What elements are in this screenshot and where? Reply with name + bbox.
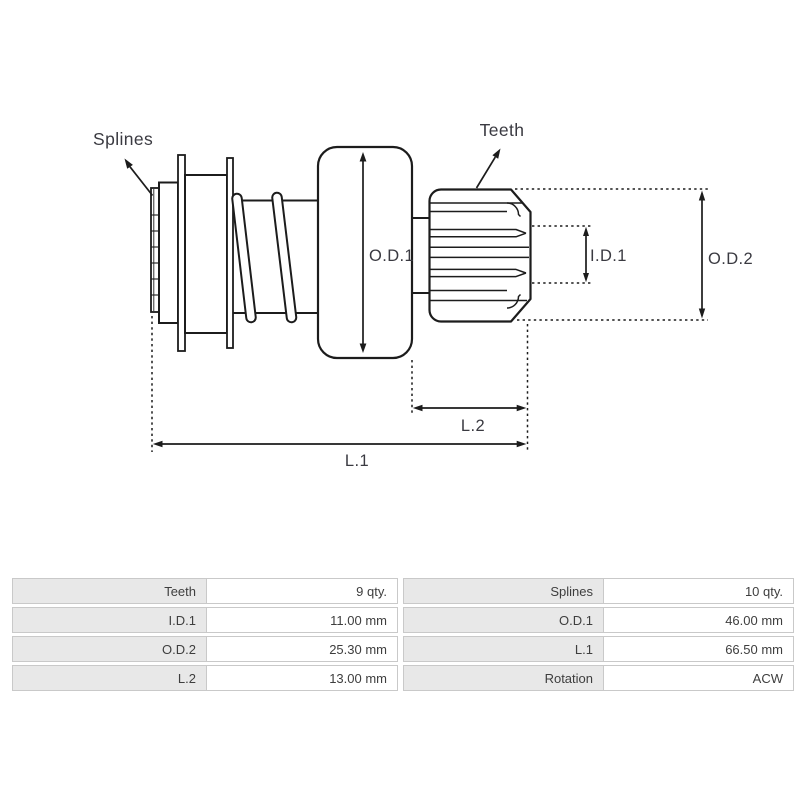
- table-row: Rotation ACW: [403, 665, 794, 691]
- spec-label-cell: Teeth: [12, 578, 207, 604]
- splines-leader-arrow: [124, 158, 154, 197]
- l2-label: L.2: [461, 417, 485, 435]
- spec-value-cell: 10 qty.: [604, 578, 794, 604]
- dim-id1: I.D.1: [532, 225, 627, 284]
- spec-value-cell: 66.50 mm: [604, 636, 794, 662]
- dim-l1: L.1: [151, 316, 527, 470]
- spec-value-cell: 25.30 mm: [207, 636, 398, 662]
- dim-l2: L.2: [411, 324, 529, 452]
- clutch-housing: [316, 145, 414, 360]
- od1-label: O.D.1: [369, 247, 414, 265]
- spec-table-right: Splines 10 qty. O.D.1 46.00 mm L.1 66.50…: [403, 578, 794, 691]
- rear-flange: [226, 157, 234, 349]
- teeth-leader-arrow: [475, 148, 501, 189]
- pinion-gear: [428, 188, 532, 323]
- id1-label: I.D.1: [590, 247, 627, 265]
- table-row: L.1 66.50 mm: [403, 636, 794, 662]
- spec-label-cell: I.D.1: [12, 607, 207, 633]
- stop-collar: [158, 181, 179, 324]
- dim-od2: O.D.2: [515, 188, 753, 321]
- table-row: O.D.1 46.00 mm: [403, 607, 794, 633]
- technical-drawing: Splines Teeth O.D.1 I.D.1 O.D.2 L.2: [93, 120, 753, 470]
- spec-label-cell: L.2: [12, 665, 207, 691]
- spec-table: Teeth 9 qty. I.D.1 11.00 mm O.D.2 25.30 …: [12, 578, 794, 691]
- od2-label: O.D.2: [708, 250, 753, 268]
- hub: [184, 174, 228, 334]
- spec-label-cell: Splines: [403, 578, 604, 604]
- spring-coil: [231, 191, 298, 324]
- table-row: Teeth 9 qty.: [12, 578, 398, 604]
- spline-shaft: [150, 187, 160, 313]
- table-row: Splines 10 qty.: [403, 578, 794, 604]
- spec-value-cell: ACW: [604, 665, 794, 691]
- spec-table-left: Teeth 9 qty. I.D.1 11.00 mm O.D.2 25.30 …: [12, 578, 398, 691]
- table-row: I.D.1 11.00 mm: [12, 607, 398, 633]
- drive-assembly: [150, 145, 532, 360]
- spec-value-cell: 9 qty.: [207, 578, 398, 604]
- spec-value-cell: 13.00 mm: [207, 665, 398, 691]
- teeth-label: Teeth: [480, 120, 525, 140]
- l1-label: L.1: [345, 452, 369, 470]
- table-row: L.2 13.00 mm: [12, 665, 398, 691]
- spec-label-cell: O.D.1: [403, 607, 604, 633]
- pinion-teeth-lines: [430, 202, 529, 309]
- splines-label: Splines: [93, 129, 153, 149]
- spec-value-cell: 46.00 mm: [604, 607, 794, 633]
- dim-od1: O.D.1: [359, 152, 414, 353]
- front-flange: [177, 154, 186, 352]
- spec-label-cell: L.1: [403, 636, 604, 662]
- spec-value-cell: 11.00 mm: [207, 607, 398, 633]
- spec-label-cell: O.D.2: [12, 636, 207, 662]
- table-row: O.D.2 25.30 mm: [12, 636, 398, 662]
- stub-shaft: [412, 217, 430, 294]
- starter-drive-diagram: Splines Teeth O.D.1 I.D.1 O.D.2 L.2: [93, 120, 753, 470]
- spec-label-cell: Rotation: [403, 665, 604, 691]
